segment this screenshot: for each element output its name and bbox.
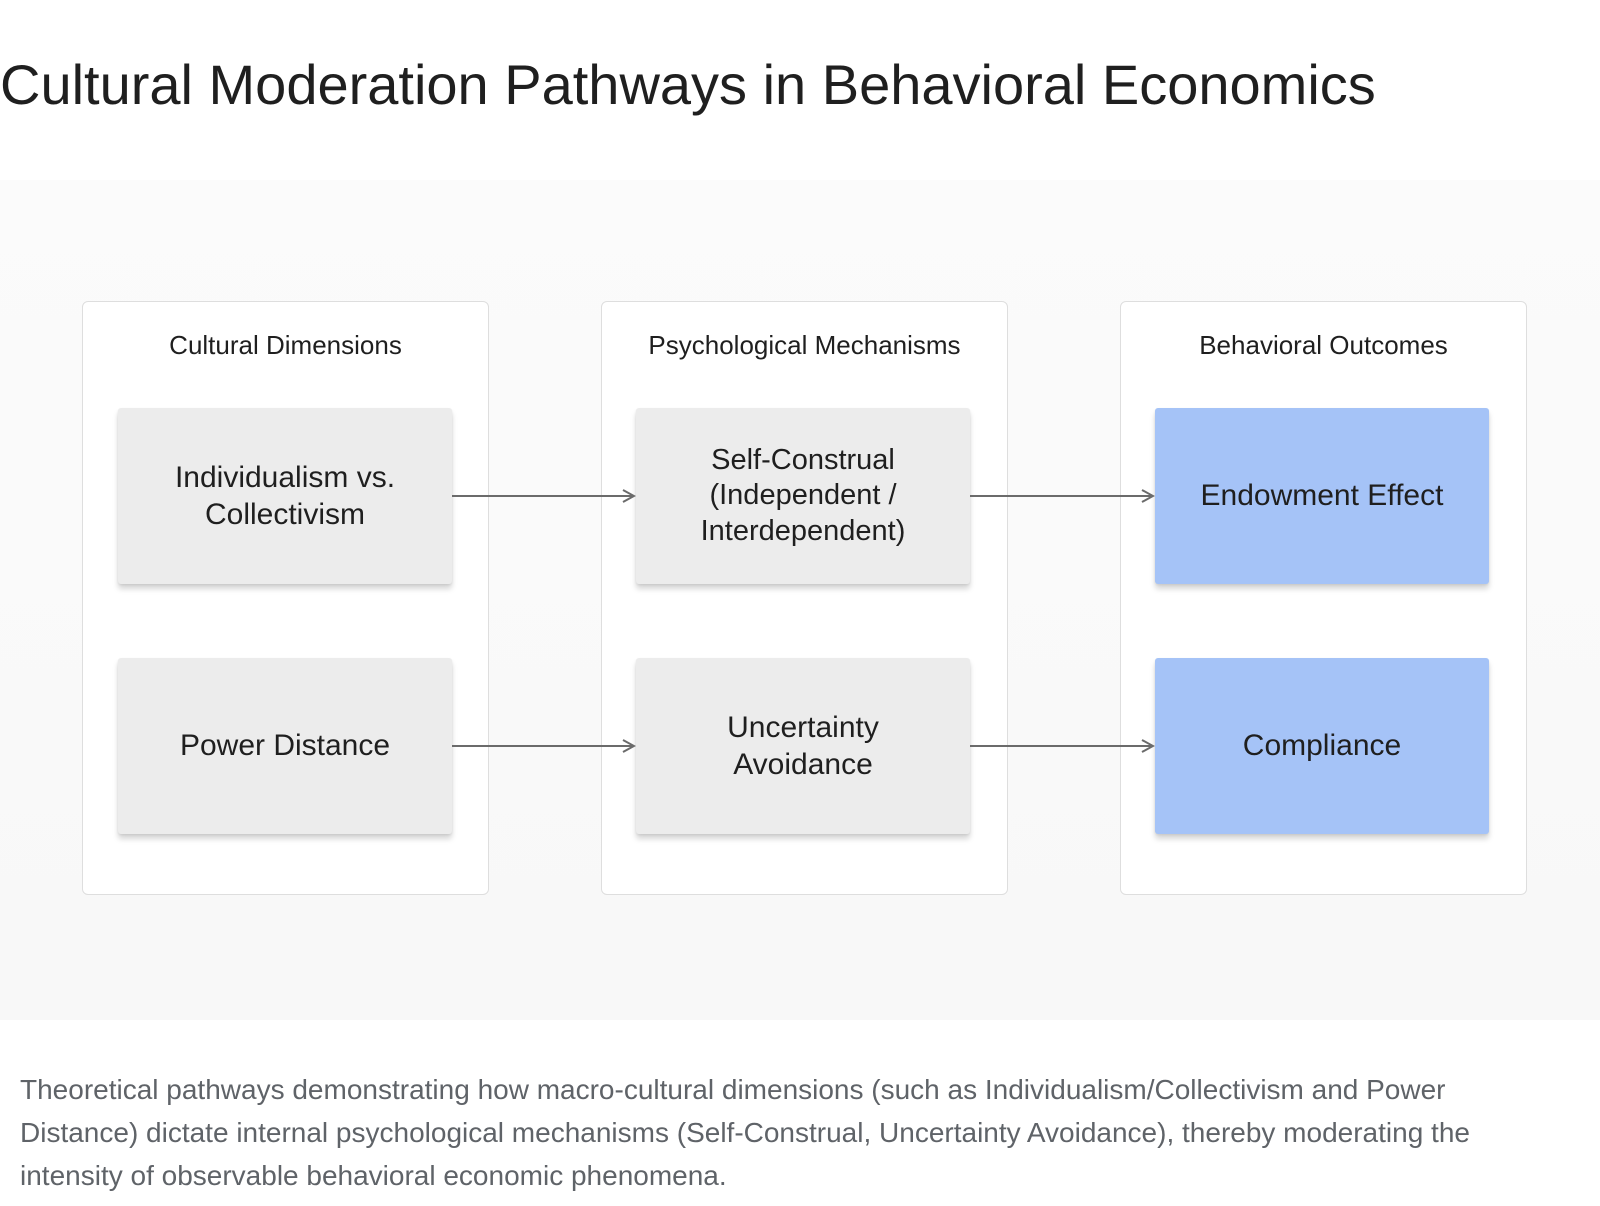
- node-individualism-collectivism: Individualism vs. Collectivism: [118, 408, 452, 584]
- node-compliance: Compliance: [1155, 658, 1489, 834]
- node-label: Power Distance: [179, 729, 391, 763]
- node-label: Endowment Effect: [1200, 479, 1444, 513]
- node-label: Compliance: [1242, 729, 1402, 763]
- node-power-distance: Power Distance: [118, 658, 452, 834]
- node-label: Individualism vs. Collectivism: [174, 460, 396, 532]
- node-label: Uncertainty Avoidance: [727, 710, 879, 782]
- page-title: Cultural Moderation Pathways in Behavior…: [0, 53, 1376, 116]
- node-label: Self-Construal (Independent / Interdepen…: [700, 443, 906, 547]
- column-title: Psychological Mechanisms: [648, 330, 961, 360]
- node-endowment-effect: Endowment Effect: [1155, 408, 1489, 584]
- column-title: Cultural Dimensions: [169, 330, 402, 360]
- column-title: Behavioral Outcomes: [1199, 330, 1448, 360]
- node-uncertainty-avoidance: Uncertainty Avoidance: [636, 658, 970, 834]
- node-self-construal: Self-Construal (Independent / Interdepen…: [636, 408, 970, 584]
- figure-caption: Theoretical pathways demonstrating how m…: [20, 1074, 1470, 1191]
